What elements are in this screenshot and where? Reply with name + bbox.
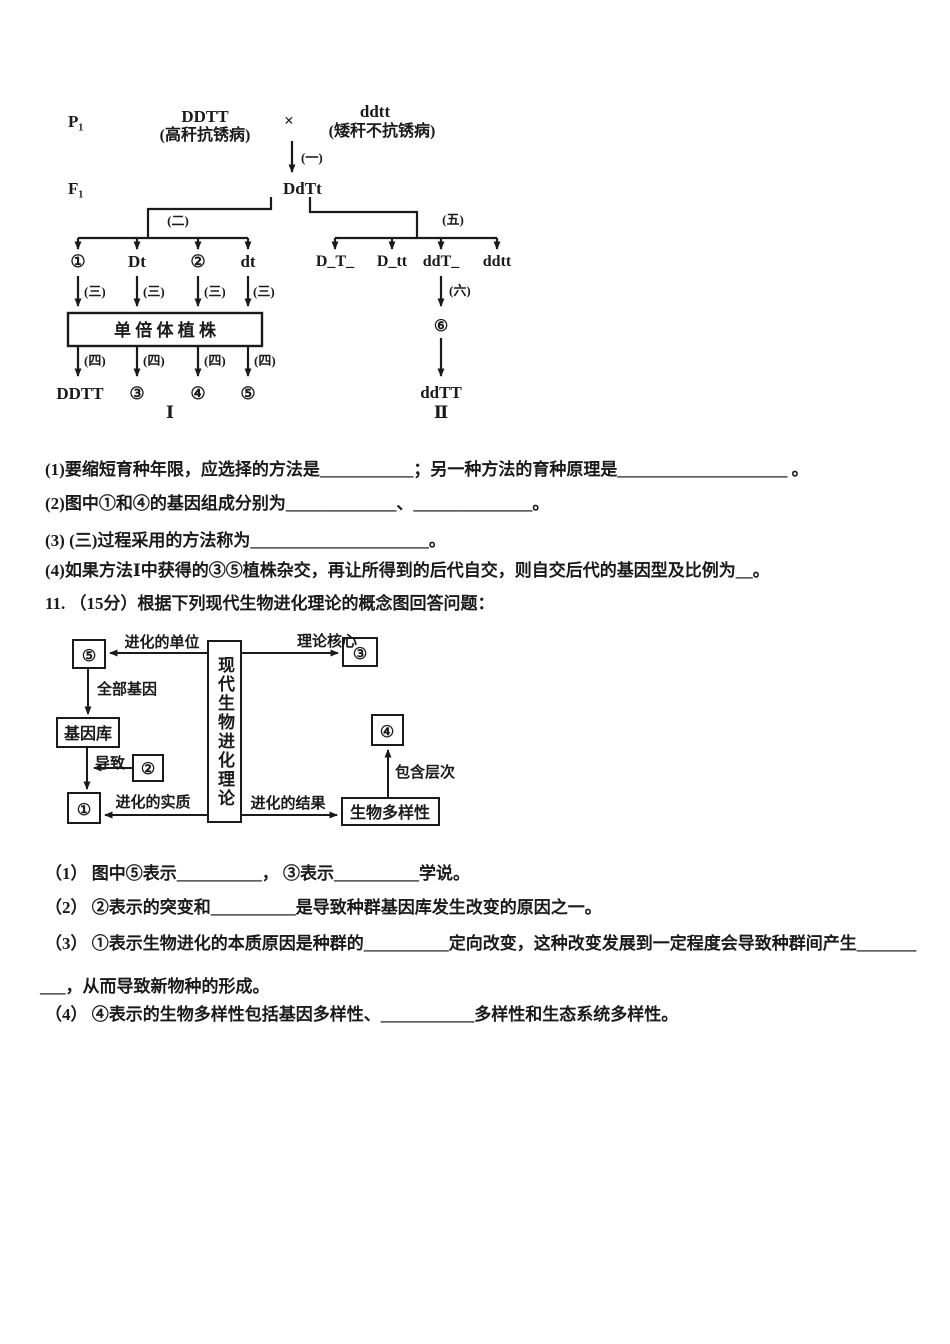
step-two-label: (二) [167, 213, 189, 228]
result-3: ④ [190, 384, 205, 403]
biodiversity-node: 生物多样性 [350, 803, 430, 822]
gamete-4: dt [240, 252, 255, 271]
f2-type-1: D_T_ [316, 253, 355, 270]
f2-type-3: ddT_ [423, 253, 460, 270]
node-5: ⑤ [82, 648, 96, 665]
q10-blank-question-2: (2)图中①和④的基因组成分别为_____________、__________… [45, 494, 550, 513]
edge-label-essence: 进化的实质 [115, 793, 190, 811]
step-three-label: (三) [204, 284, 226, 299]
f1-generation-label: F₁ [68, 179, 83, 198]
concept-map-lines [83, 649, 392, 819]
evolution-concept-map: ⑤ ③ 基因库 ② ① ④ 生物多样性 进化的单位 理论核心 全部基因 导致 进… [56, 632, 455, 826]
edge-label-cause: 导致 [95, 754, 126, 772]
q11-blank-question-1: （1） 图中⑤表示__________， ③表示__________学说。 [45, 864, 470, 883]
central-theory-node: 现代生物进化理论 [207, 640, 242, 823]
q10-blank-question-1: (1)要缩短育种年限，应选择的方法是___________；另一种方法的育种原理… [45, 460, 809, 479]
edge-label-levels: 包含层次 [395, 763, 455, 781]
haploid-plant-box [66, 311, 264, 348]
result-2: ③ [129, 384, 144, 403]
step-four-label: (四) [84, 353, 106, 368]
q11-blank-question-4: （4） ④表示的生物多样性包括基因多样性、___________多样性和生态系统… [45, 1005, 679, 1024]
gamete-2: Dt [128, 252, 146, 271]
p-generation-label: P₁ [68, 112, 83, 131]
parent2-genotype: ddtt [360, 102, 391, 121]
step-four-label: (四) [204, 353, 226, 368]
edge-label-core: 理论核心 [297, 632, 357, 650]
step-four-label: (四) [143, 353, 165, 368]
q11-header: 11. （15分）根据下列现代生物进化理论的概念图回答问题： [45, 594, 495, 613]
result-1: DDTT [56, 384, 104, 403]
node-3: ③ [353, 646, 367, 663]
gamete-3: ② [190, 252, 205, 271]
gamete-1: ① [70, 252, 85, 271]
edge-label-all-genes: 全部基因 [96, 680, 157, 698]
node-1: ① [77, 802, 91, 819]
circle-6-node: ⑥ [434, 318, 448, 335]
edge-label-result: 进化的结果 [250, 794, 326, 812]
q11-blank-question-2: （2） ②表示的突变和__________是导致种群基因库发生改变的原因之一。 [45, 898, 602, 917]
f1-genotype: DdTt [283, 179, 322, 198]
result-ddTT: ddTT [420, 383, 462, 402]
cross-symbol: × [284, 111, 294, 130]
branch-2-label: Ⅱ [434, 403, 448, 422]
node-2: ② [141, 761, 155, 778]
haploid-plant-label: 单 倍 体 植 株 [114, 320, 217, 340]
parent1-phenotype: (高秆抗锈病) [160, 125, 251, 144]
q11-blank-question-3-continued: ___，从而导致新物种的形成。 [40, 977, 270, 996]
step-six-label: (六) [449, 283, 471, 298]
f2-type-2: D_tt [377, 253, 408, 270]
q11-blank-question-3: （3） ①表示生物进化的本质原因是种群的__________定向改变，这种改变发… [45, 934, 917, 953]
concept-map-boxes [56, 637, 440, 826]
breeding-connector-lines [74, 141, 501, 377]
step-three-label: (三) [253, 284, 275, 299]
gene-pool-node: 基因库 [63, 724, 112, 743]
parent2-phenotype: (矮秆不抗锈病) [329, 121, 436, 140]
step-three-label: (三) [143, 284, 165, 299]
step-five-label: (五) [442, 212, 464, 227]
breeding-diagram: P₁ DDTT (高秆抗锈病) × ddtt (矮秆不抗锈病) (一) F₁ D… [56, 102, 512, 422]
parent1-genotype: DDTT [181, 107, 229, 126]
edge-label-unit: 进化的单位 [124, 633, 199, 651]
step-four-label: (四) [254, 353, 276, 368]
node-4: ④ [380, 724, 394, 741]
step-one-label: (一) [301, 150, 323, 165]
result-4: ⑤ [240, 384, 255, 403]
branch-1-label: Ⅰ [166, 403, 174, 422]
q10-blank-question-4: (4)如果方法Ⅰ中获得的③⑤植株杂交，再让所得到的后代自交，则自交后代的基因型及… [45, 561, 770, 580]
step-three-label: (三) [84, 284, 106, 299]
q10-blank-question-3: (3) (三)过程采用的方法称为_____________________。 [45, 531, 446, 550]
f2-type-4: ddtt [483, 253, 512, 270]
